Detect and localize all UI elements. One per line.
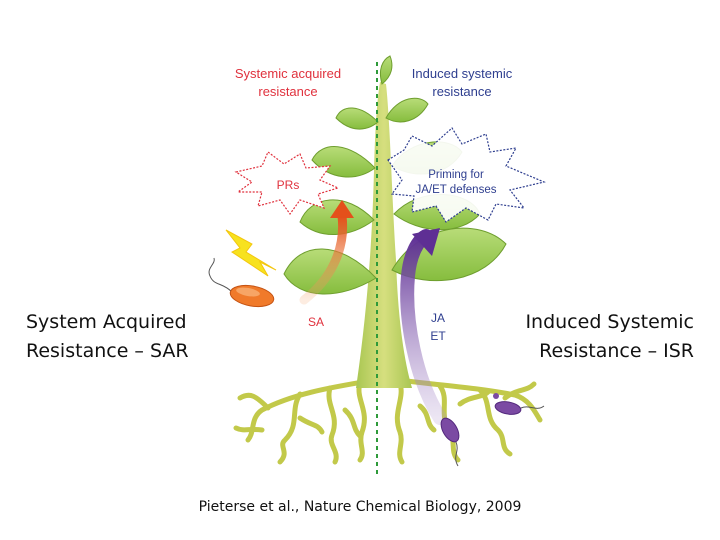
sar-side-label: System Acquired Resistance – SAR [26, 308, 189, 366]
ja-label: JA [431, 311, 445, 325]
sa-arrow [299, 200, 354, 305]
priming-burst: Priming for JA/ET defenses [387, 127, 546, 223]
prs-label: PRs [277, 178, 300, 192]
isr-label-line-2: Resistance – ISR [539, 340, 694, 362]
header-isr-2: resistance [432, 84, 491, 99]
plant-stem [356, 82, 412, 388]
header-sar-1: Systemic acquired [235, 66, 341, 81]
sar-label-line-1: System Acquired [26, 311, 187, 333]
root-system [233, 375, 543, 465]
citation: Pieterse et al., Nature Chemical Biology… [198, 499, 522, 515]
priming-label-2: JA/ET defenses [416, 184, 497, 196]
lightning-icon [225, 229, 277, 277]
isr-side-label: Induced Systemic Resistance – ISR [525, 308, 694, 366]
sar-label-line-2: Resistance – SAR [26, 340, 189, 362]
priming-label-1: Priming for [428, 169, 484, 181]
header-isr-1: Induced systemic [412, 66, 513, 81]
et-label: ET [430, 329, 446, 343]
header-sar-2: resistance [258, 84, 317, 99]
prs-burst: PRs [234, 151, 340, 216]
isr-label-line-1: Induced Systemic [525, 311, 694, 333]
rhizobacteria-icon [440, 393, 545, 467]
isr-arrow [400, 228, 447, 425]
pathogen-icon [208, 257, 275, 308]
sa-label: SA [308, 315, 324, 329]
